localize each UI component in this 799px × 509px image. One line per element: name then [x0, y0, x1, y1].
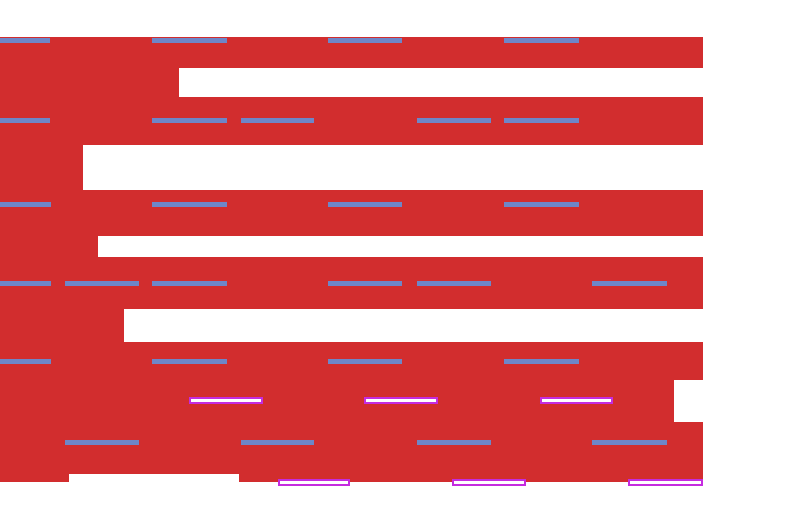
- visited-link-underline-bar[interactable]: [364, 397, 438, 404]
- link-underline-bar[interactable]: [0, 281, 51, 286]
- link-underline-bar[interactable]: [592, 440, 667, 445]
- link-underline-bar[interactable]: [65, 440, 139, 445]
- visited-link-underline-bar[interactable]: [628, 479, 703, 486]
- link-underline-bar[interactable]: [417, 118, 491, 123]
- link-underline-bar[interactable]: [0, 38, 50, 43]
- link-underline-bar[interactable]: [152, 118, 227, 123]
- white-gap: [674, 380, 703, 422]
- link-underline-bar[interactable]: [504, 202, 579, 207]
- link-underline-bar[interactable]: [592, 281, 667, 286]
- link-underline-bar[interactable]: [241, 118, 314, 123]
- link-underline-bar[interactable]: [417, 281, 491, 286]
- redacted-text-block: [0, 309, 124, 342]
- visited-link-underline-bar[interactable]: [452, 479, 526, 486]
- link-underline-bar[interactable]: [152, 281, 227, 286]
- link-underline-bar[interactable]: [65, 281, 139, 286]
- link-underline-bar[interactable]: [328, 202, 402, 207]
- link-underline-bar[interactable]: [0, 359, 51, 364]
- link-underline-bar[interactable]: [241, 440, 314, 445]
- link-underline-bar[interactable]: [152, 359, 227, 364]
- visited-link-underline-bar[interactable]: [278, 479, 350, 486]
- link-underline-bar[interactable]: [0, 202, 51, 207]
- link-underline-bar[interactable]: [152, 38, 227, 43]
- redacted-text-block: [0, 190, 703, 236]
- link-underline-bar[interactable]: [328, 38, 402, 43]
- link-underline-bar[interactable]: [504, 118, 579, 123]
- redacted-text-block: [0, 236, 98, 257]
- link-underline-bar[interactable]: [328, 359, 402, 364]
- visited-link-underline-bar[interactable]: [540, 397, 613, 404]
- white-gap: [69, 474, 239, 482]
- redacted-text-block: [0, 342, 703, 482]
- redacted-text-block: [0, 97, 703, 145]
- visited-link-underline-bar[interactable]: [189, 397, 263, 404]
- link-underline-bar[interactable]: [0, 118, 50, 123]
- link-underline-bar[interactable]: [328, 281, 402, 286]
- link-underline-bar[interactable]: [504, 38, 579, 43]
- redacted-text-block: [0, 145, 83, 190]
- link-underline-bar[interactable]: [417, 440, 491, 445]
- link-underline-bar[interactable]: [152, 202, 227, 207]
- link-underline-bar[interactable]: [504, 359, 579, 364]
- redacted-text-block: [0, 68, 179, 97]
